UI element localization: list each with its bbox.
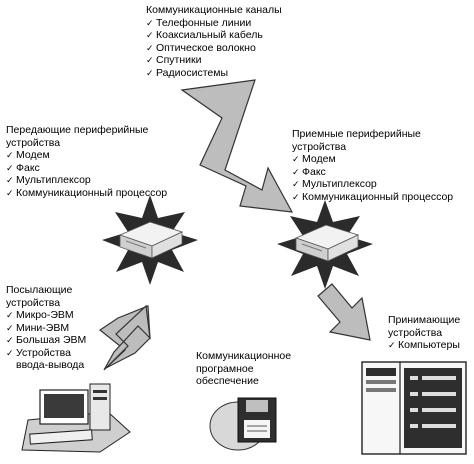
list-item: ✓Мультиплексор bbox=[292, 178, 377, 190]
receive-title-line2: устройства bbox=[292, 140, 347, 153]
receiving-computer-icon bbox=[361, 361, 467, 455]
transmit-title-line2: устройства bbox=[6, 136, 61, 149]
check-icon: ✓ bbox=[6, 187, 14, 198]
check-icon: ✓ bbox=[292, 191, 300, 202]
check-icon: ✓ bbox=[388, 340, 396, 350]
list-item: ✓Модем bbox=[6, 149, 50, 161]
check-icon: ✓ bbox=[6, 150, 14, 160]
receive-block: Приемные периферийные устройства ✓Модем … bbox=[292, 128, 453, 203]
software-line1: Коммуникационное bbox=[196, 350, 292, 362]
list-item: ✓Мультиплексор bbox=[6, 174, 91, 186]
sending-list: ✓Микро-ЭВМ ✓Мини-ЭВМ ✓Большая ЭВМ ✓Устро… bbox=[6, 309, 86, 372]
check-icon: ✓ bbox=[146, 17, 154, 28]
list-item: ✓Телефонные линии bbox=[146, 16, 252, 29]
channels-block: Коммуникационные каналы ✓Телефонные лини… bbox=[146, 4, 282, 79]
check-icon: ✓ bbox=[6, 175, 14, 185]
list-item: ввода-вывода bbox=[16, 359, 85, 371]
list-item: ✓Коммуникационный процессор bbox=[6, 186, 168, 199]
check-icon: ✓ bbox=[146, 42, 154, 53]
list-item: ✓Радиосистемы bbox=[146, 66, 228, 79]
check-icon: ✓ bbox=[6, 322, 14, 333]
receiving-list: ✓Компьютеры bbox=[388, 339, 460, 352]
check-icon: ✓ bbox=[292, 179, 300, 189]
check-icon: ✓ bbox=[6, 347, 14, 358]
receive-device-icon bbox=[294, 224, 360, 262]
transmit-title-line1: Передающие периферийные bbox=[6, 124, 149, 136]
floppy-disk-icon bbox=[209, 397, 277, 451]
transmit-list: ✓Модем ✓Факс ✓Мультиплексор ✓Коммуникаци… bbox=[6, 149, 167, 199]
check-icon: ✓ bbox=[292, 154, 300, 164]
receiving-arrow bbox=[317, 283, 371, 341]
check-icon: ✓ bbox=[6, 310, 14, 320]
channels-list: ✓Телефонные линии ✓Коаксиальный кабель ✓… bbox=[146, 17, 282, 80]
sending-block: Посылающие устройства ✓Микро-ЭВМ ✓Мини-Э… bbox=[6, 284, 86, 372]
list-item: ✓Факс bbox=[292, 165, 326, 178]
receiving-block: Принимающие устройства ✓Компьютеры bbox=[388, 314, 460, 352]
check-icon: ✓ bbox=[146, 55, 154, 65]
software-block: Коммуникационное програмное обеспечение bbox=[196, 350, 291, 388]
list-item: ✓Устройства bbox=[6, 346, 71, 359]
list-item: ✓Микро-ЭВМ bbox=[6, 309, 74, 321]
check-icon: ✓ bbox=[292, 166, 300, 177]
sending-title-line1: Посылающие bbox=[6, 284, 73, 296]
software-line2: програмное bbox=[196, 362, 254, 375]
list-item: ✓Оптическое волокно bbox=[146, 41, 256, 54]
receive-title-line1: Приемные периферийные bbox=[292, 128, 421, 140]
list-item: ✓Большая ЭВМ bbox=[6, 334, 87, 346]
list-item: ✓Спутники bbox=[146, 54, 202, 66]
receive-list: ✓Модем ✓Факс ✓Мультиплексор ✓Коммуникаци… bbox=[292, 153, 453, 203]
receiving-title-line2: устройства bbox=[388, 326, 443, 339]
check-icon: ✓ bbox=[6, 162, 14, 173]
list-item: ✓Коммуникационный процессор bbox=[292, 190, 454, 203]
list-item: ✓Коаксиальный кабель bbox=[146, 29, 263, 41]
list-item: ✓Модем bbox=[292, 153, 336, 165]
channel-zigzag-arrow bbox=[180, 79, 294, 213]
list-item: ✓Компьютеры bbox=[388, 339, 460, 351]
check-icon: ✓ bbox=[146, 30, 154, 40]
check-icon: ✓ bbox=[146, 67, 154, 78]
transmit-device-icon bbox=[118, 221, 184, 259]
channels-title: Коммуникационные каналы bbox=[146, 4, 282, 16]
transmit-block: Передающие периферийные устройства ✓Моде… bbox=[6, 124, 167, 199]
software-line3: обеспечение bbox=[196, 375, 259, 387]
sending-title-line2: устройства bbox=[6, 296, 61, 309]
sending-computer-icon bbox=[21, 383, 131, 453]
receiving-title-line1: Принимающие bbox=[388, 314, 461, 326]
check-icon: ✓ bbox=[6, 335, 14, 345]
list-item: ✓Мини-ЭВМ bbox=[6, 321, 70, 334]
list-item: ✓Факс bbox=[6, 161, 40, 174]
sending-arrow-body bbox=[103, 304, 151, 371]
